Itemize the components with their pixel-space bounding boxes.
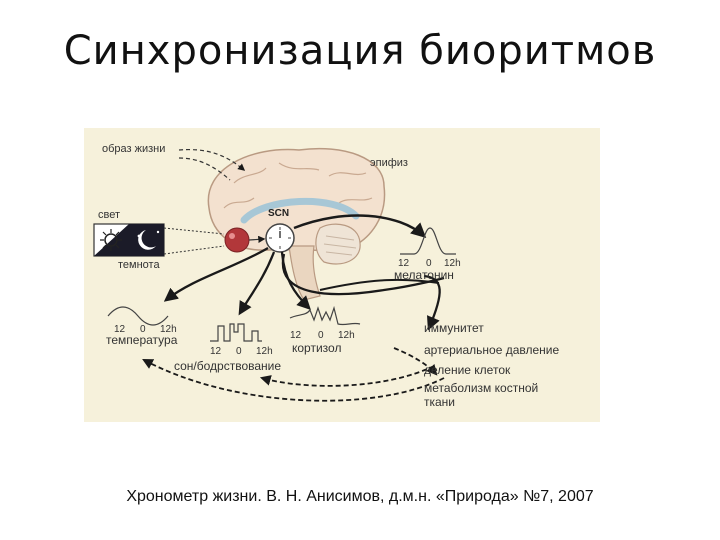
- temperature-tick-12: 12: [114, 324, 126, 335]
- sun-icon: [100, 229, 122, 251]
- cortisol-tick-12h: 12h: [338, 330, 355, 341]
- slide-caption: Хронометр жизни. В. Н. Анисимов, д.м.н. …: [126, 488, 594, 505]
- melatonin-label: мелатонин: [394, 268, 454, 282]
- target-bone-metabolism: метаболизм костной: [424, 381, 538, 395]
- target-blood-pressure: артериальное давление: [424, 343, 560, 357]
- target-tissue: ткани: [424, 395, 455, 409]
- sleep-tick-12h: 12h: [256, 346, 273, 357]
- scn-label: SCN: [268, 208, 289, 219]
- scn-clock-icon: [265, 223, 295, 253]
- slide-title: Синхронизация биоритмов: [63, 28, 657, 74]
- melatonin-tick-12: 12: [398, 258, 410, 269]
- melatonin-tick-12h: 12h: [444, 258, 461, 269]
- epiphysis-label: эпифиз: [370, 157, 408, 169]
- lifestyle-label: образ жизни: [102, 143, 165, 155]
- sleep-tick-0: 0: [236, 346, 242, 357]
- brain-illustration: [207, 147, 386, 301]
- moon-icon: [137, 230, 160, 250]
- cortisol-tick-12: 12: [290, 330, 302, 341]
- cortisol-label: кортизол: [292, 341, 341, 355]
- light-label: свет: [98, 209, 120, 221]
- biorhythm-diagram: образ жизни эпифиз свет темнота SCN 12 0…: [84, 128, 600, 422]
- melatonin-tick-0: 0: [426, 258, 432, 269]
- sleep-wake-label: сон/бодрствование: [174, 359, 281, 373]
- temperature-tick-12h: 12h: [160, 324, 177, 335]
- temperature-tick-0: 0: [140, 324, 146, 335]
- dark-label: темнота: [118, 259, 160, 271]
- target-cell-division: деление клеток: [424, 363, 511, 377]
- cortisol-tick-0: 0: [318, 330, 324, 341]
- target-immunity: иммунитет: [424, 321, 484, 335]
- temperature-label: температура: [106, 333, 178, 347]
- sleep-tick-12: 12: [210, 346, 222, 357]
